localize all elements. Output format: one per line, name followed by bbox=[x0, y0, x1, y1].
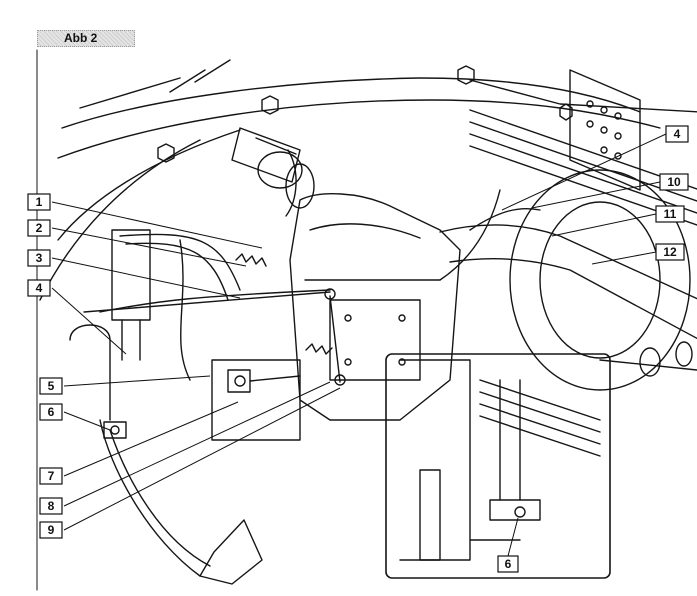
callout-1: 1 bbox=[27, 193, 51, 211]
callout-5: 5 bbox=[39, 377, 63, 395]
mounting-bracket bbox=[569, 69, 641, 191]
callout-11: 11 bbox=[655, 205, 685, 223]
right-lever bbox=[599, 341, 697, 377]
leader-3 bbox=[51, 257, 241, 299]
wheel bbox=[509, 169, 691, 391]
axle-tube bbox=[439, 224, 697, 340]
svg-text:4: 4 bbox=[674, 127, 681, 141]
balance-lever bbox=[83, 288, 346, 386]
svg-text:1: 1 bbox=[36, 195, 43, 209]
panel-bolts bbox=[157, 65, 573, 163]
pressure-regulator bbox=[211, 359, 301, 441]
body-panel bbox=[39, 59, 697, 301]
svg-text:12: 12 bbox=[663, 245, 677, 259]
leader-6i bbox=[507, 517, 519, 557]
callout-8: 8 bbox=[39, 497, 63, 515]
svg-text:2: 2 bbox=[36, 221, 43, 235]
callout-4-right: 4 bbox=[665, 125, 689, 143]
callout-3: 3 bbox=[27, 249, 51, 267]
callout-6-left: 6 bbox=[39, 403, 63, 421]
svg-text:3: 3 bbox=[36, 251, 43, 265]
leader-4l bbox=[51, 287, 127, 355]
svg-text:7: 7 bbox=[48, 469, 55, 483]
leader-lines bbox=[51, 133, 667, 557]
callout-12: 12 bbox=[655, 243, 685, 261]
callout-7: 7 bbox=[39, 467, 63, 485]
callout-2: 2 bbox=[27, 219, 51, 237]
brake-hose-left bbox=[69, 324, 263, 585]
leader-9 bbox=[63, 387, 341, 531]
brake-lines bbox=[99, 189, 541, 381]
svg-text:4: 4 bbox=[36, 281, 43, 295]
figure-label: Abb 2 bbox=[37, 30, 135, 47]
rear-axle-housing bbox=[289, 193, 461, 421]
svg-text:9: 9 bbox=[48, 523, 55, 537]
svg-text:8: 8 bbox=[48, 499, 55, 513]
adjuster-springs bbox=[235, 253, 333, 355]
drive-shaft bbox=[231, 127, 315, 217]
svg-text:6: 6 bbox=[48, 405, 55, 419]
leader-2 bbox=[51, 227, 247, 267]
leader-5 bbox=[63, 375, 211, 387]
leader-6l bbox=[63, 411, 111, 431]
callout-10: 10 bbox=[659, 173, 689, 191]
callout-6-inset: 6 bbox=[497, 555, 519, 573]
leader-4r bbox=[501, 133, 667, 211]
callout-9: 9 bbox=[39, 521, 63, 539]
leader-12 bbox=[591, 251, 657, 265]
svg-text:6: 6 bbox=[505, 557, 512, 571]
svg-text:11: 11 bbox=[664, 207, 677, 221]
leader-1 bbox=[51, 201, 263, 249]
leader-10 bbox=[531, 181, 661, 209]
shock-absorber bbox=[111, 229, 151, 361]
svg-text:10: 10 bbox=[667, 175, 681, 189]
leader-11 bbox=[551, 213, 657, 237]
leader-7 bbox=[63, 401, 239, 477]
hose-clamp bbox=[103, 421, 127, 439]
inset-detail bbox=[385, 353, 611, 579]
leader-8 bbox=[63, 381, 331, 507]
callout-4-left: 4 bbox=[27, 279, 51, 297]
svg-text:5: 5 bbox=[48, 379, 55, 393]
